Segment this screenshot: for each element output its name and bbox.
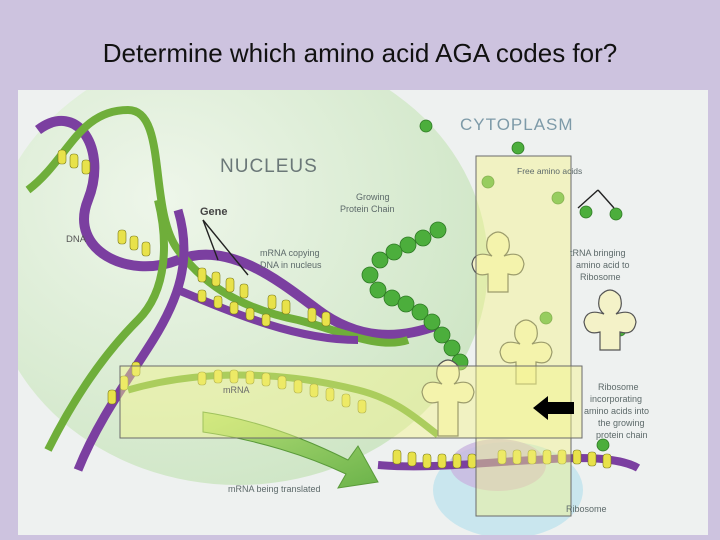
label-ribosome: Ribosome xyxy=(566,504,607,514)
growing-protein-chain xyxy=(361,221,469,371)
mrna-strand-nucleus xyxy=(176,286,359,344)
label-gene: Gene xyxy=(200,206,228,218)
highlight-box-vertical xyxy=(475,155,572,517)
label-mrna-translated: mRNA being translated xyxy=(228,484,321,494)
diagram-svg: CYTOPLASM NUCLEUS Free amino acids Growi… xyxy=(0,45,708,538)
mrna-strand-cytoplasm xyxy=(127,369,641,472)
label-cytoplasm: CYTOPLASM xyxy=(460,115,574,134)
label-trna-2: amino acid to xyxy=(576,260,630,270)
trna-2 xyxy=(583,289,637,351)
label-mrna-copying-2: DNA in nucleus xyxy=(260,260,322,270)
label-growing-2: Protein Chain xyxy=(340,204,395,214)
trna-molecules xyxy=(421,231,637,437)
label-trna-3: Ribosome xyxy=(580,272,621,282)
label-nucleus: NUCLEUS xyxy=(220,156,318,177)
diagram-labels: CYTOPLASM NUCLEUS Free amino acids Growi… xyxy=(66,115,649,514)
label-ribosome-inc-5: protein chain xyxy=(596,430,648,440)
highlight-box-horizontal xyxy=(119,365,583,439)
label-ribosome-inc-4: the growing xyxy=(598,418,645,428)
label-dna: DNA xyxy=(66,234,87,245)
translation-arrow-shape xyxy=(202,411,379,489)
free-amino-acids xyxy=(419,119,627,452)
label-growing-1: Growing xyxy=(356,192,390,202)
label-lines xyxy=(202,189,615,276)
pointer-arrow-icon xyxy=(533,396,574,420)
trna-3 xyxy=(499,319,553,385)
protein-synthesis-diagram: CYTOPLASM NUCLEUS Free amino acids Growi… xyxy=(0,45,708,538)
trna-4 xyxy=(421,359,475,437)
label-mrna-copying-1: mRNA copying xyxy=(260,248,320,258)
slide-title: Determine which amino acid AGA codes for… xyxy=(102,38,618,68)
label-mrna: mRNA xyxy=(223,385,250,395)
label-trna-1: tRNA bringing xyxy=(570,248,626,258)
label-ribosome-inc-3: amino acids into xyxy=(584,406,649,416)
label-free-amino-acids: Free amino acids xyxy=(517,166,582,176)
label-ribosome-inc-1: Ribosome xyxy=(598,382,639,392)
label-ribosome-inc-2: incorporating xyxy=(590,394,642,404)
dna-helix xyxy=(25,105,440,472)
trna-1 xyxy=(471,231,525,293)
